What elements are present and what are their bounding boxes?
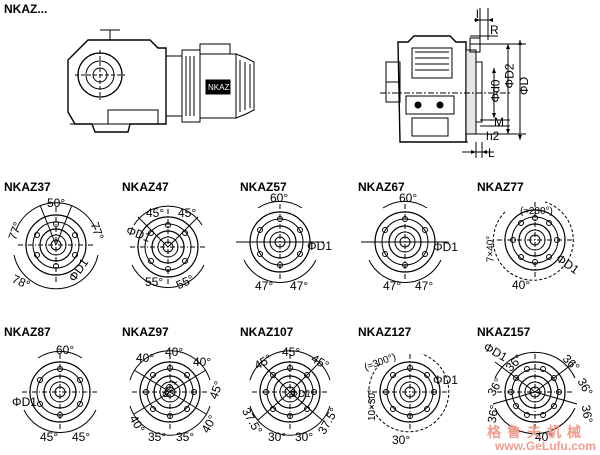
angle-label: 45° xyxy=(72,430,91,444)
angle-label: 40° xyxy=(165,345,184,359)
caption-nkaz67: NKAZ67 xyxy=(358,180,405,194)
dim-d0: Φd0 xyxy=(488,79,503,103)
caption-nkaz87: NKAZ87 xyxy=(4,325,51,339)
angle-label: 30° xyxy=(295,430,314,444)
angle-label: 40° xyxy=(136,351,155,365)
angle-label: (≈280°) xyxy=(520,206,553,217)
d1-label: ΦD1 xyxy=(12,395,37,409)
flange-nkaz77 xyxy=(492,201,574,281)
caption-nkaz77: NKAZ77 xyxy=(477,180,524,194)
dim-m: M xyxy=(494,115,504,129)
angle-label: 45° xyxy=(40,430,59,444)
svg-text:NKAZ: NKAZ xyxy=(208,83,229,92)
angle-label: 55° xyxy=(145,275,164,289)
watermark-url: www.GeLufu.com xyxy=(495,439,596,453)
flange-nkaz107 xyxy=(249,350,331,436)
angle-label: 7×40° xyxy=(485,235,497,263)
flange-nkaz97 xyxy=(129,350,211,436)
d1-label: ΦD1 xyxy=(433,373,458,387)
d1-label: ΦD1 xyxy=(433,240,458,254)
dim-d: ΦD xyxy=(517,76,532,96)
angle-label: 30° xyxy=(268,430,287,444)
angle-label: 10×30° xyxy=(367,388,379,422)
caption-nkaz97: NKAZ97 xyxy=(122,325,169,339)
angle-label: 47° xyxy=(383,279,402,293)
caption-nkaz107: NKAZ107 xyxy=(240,325,294,339)
dim-length-l: L xyxy=(488,146,495,160)
gearmotor-front-view xyxy=(380,8,526,158)
angle-label: 47° xyxy=(255,279,274,293)
angle-label: 36° xyxy=(578,403,596,425)
flange-nkaz127 xyxy=(368,353,450,433)
angle-label: 60° xyxy=(270,191,289,205)
angle-label: 45° xyxy=(178,206,197,220)
angle-label: 50° xyxy=(47,196,66,210)
angle-label: 30° xyxy=(392,433,411,447)
caption-nkaz127: NKAZ127 xyxy=(358,325,412,339)
caption-nkaz157: NKAZ157 xyxy=(477,325,531,339)
watermark-chinese: 格鲁夫机械 xyxy=(487,424,587,440)
caption-nkaz37: NKAZ37 xyxy=(4,180,51,194)
angle-label: 60° xyxy=(399,191,418,205)
flange-nkaz67 xyxy=(361,200,449,283)
angle-label: 40° xyxy=(193,355,212,369)
angle-label: 35° xyxy=(176,430,195,444)
flange-nkaz37 xyxy=(13,202,99,290)
dim-d2: ΦD2 xyxy=(502,63,517,89)
flange-nkaz87 xyxy=(21,350,99,433)
d1-label: ΦD1 xyxy=(290,389,311,400)
flange-nkaz157 xyxy=(492,351,578,435)
caption-nkaz57: NKAZ57 xyxy=(240,180,287,194)
angle-label: 40° xyxy=(535,430,554,444)
dim-h2: h2 xyxy=(486,129,500,143)
angle-label: 36° xyxy=(484,403,502,425)
gearmotor-side-view: NKAZ xyxy=(67,29,255,133)
dim-r: R xyxy=(490,23,499,37)
angle-label: 45° xyxy=(282,345,301,359)
angle-label: 40° xyxy=(512,278,531,292)
d1-label: ΦD1 xyxy=(307,239,332,253)
dim-l: l xyxy=(476,7,479,21)
angle-label: 47° xyxy=(290,279,309,293)
flange-nkaz57 xyxy=(236,200,324,283)
angle-label: 47° xyxy=(415,279,434,293)
flange-nkaz47 xyxy=(129,205,207,288)
series-title: NKAZ... xyxy=(4,2,48,16)
caption-nkaz47: NKAZ47 xyxy=(122,180,169,194)
angle-label: 45° xyxy=(146,206,165,220)
angle-label: 35° xyxy=(148,430,167,444)
angle-label: 60° xyxy=(56,343,75,357)
